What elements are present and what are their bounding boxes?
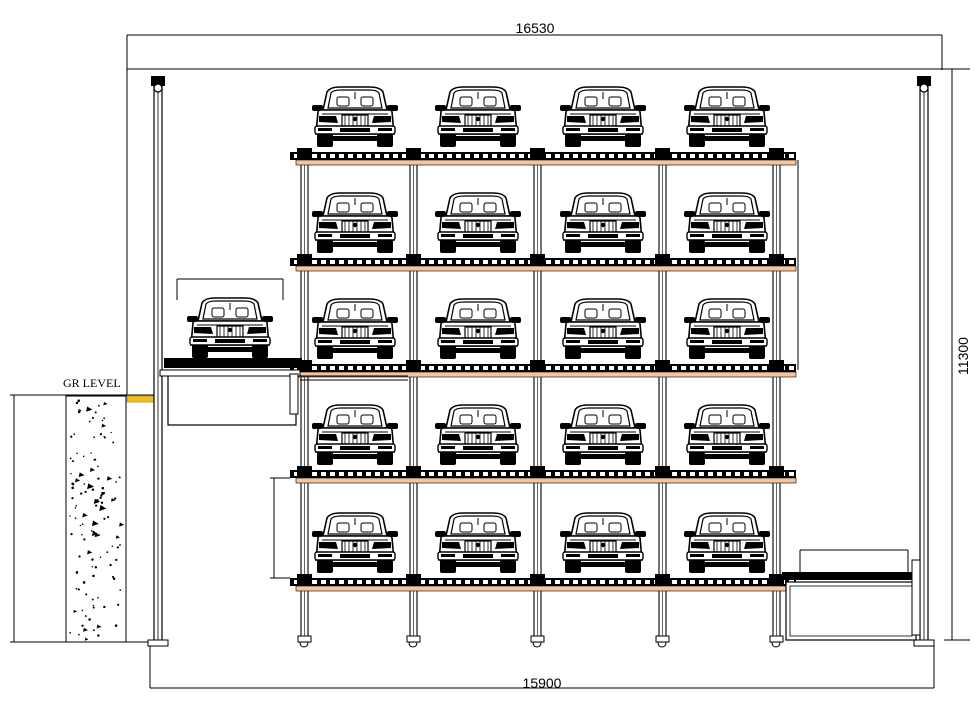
- parked-car: [311, 298, 399, 360]
- parked-car: [683, 298, 771, 360]
- parked-car: [311, 192, 399, 254]
- parked-car: [434, 86, 522, 148]
- rack-level-5: [290, 574, 797, 592]
- parked-car: [311, 404, 399, 466]
- rack-level-2: [290, 254, 797, 272]
- parked-car: [434, 298, 522, 360]
- parked-car: [559, 298, 647, 360]
- bottom-width-label: 15900: [523, 675, 562, 691]
- rack-level-4: [290, 466, 797, 484]
- parked-car: [559, 512, 647, 574]
- parked-car: [683, 404, 771, 466]
- rack-level-3: [290, 360, 797, 378]
- parked-car: [683, 512, 771, 574]
- bottom-dimension: 15900: [149, 648, 935, 691]
- parked-car: [434, 404, 522, 466]
- parked-car: [559, 404, 647, 466]
- parked-car: [559, 192, 647, 254]
- parked-car: [559, 86, 647, 148]
- top-dimension: 16530: [126, 20, 943, 70]
- gr-level-label: GR LEVEL: [63, 376, 121, 390]
- parked-car: [434, 512, 522, 574]
- top-width-label: 16530: [516, 20, 555, 36]
- parking-rack: [290, 86, 797, 648]
- level-beam: [295, 585, 797, 592]
- parked-car: [683, 192, 771, 254]
- parked-car: [311, 512, 399, 574]
- right-dimension: 11300: [944, 68, 971, 641]
- right-height-label: 11300: [955, 337, 971, 375]
- level-beam: [295, 477, 797, 484]
- parked-car: [311, 86, 399, 148]
- parked-car: [683, 86, 771, 148]
- level-beam: [295, 265, 797, 272]
- left-guide-column: [147, 76, 169, 647]
- left-lift-platform: [159, 278, 408, 426]
- right-guide-column: [913, 76, 935, 647]
- ground-soil-section: [10, 394, 160, 643]
- parked-car: [434, 192, 522, 254]
- level-beam: [295, 159, 797, 166]
- lift-car: [186, 297, 274, 359]
- right-lift-platform: [782, 549, 921, 641]
- rack-level-1: [290, 148, 797, 166]
- gr-level-marker: GR LEVEL: [63, 376, 160, 403]
